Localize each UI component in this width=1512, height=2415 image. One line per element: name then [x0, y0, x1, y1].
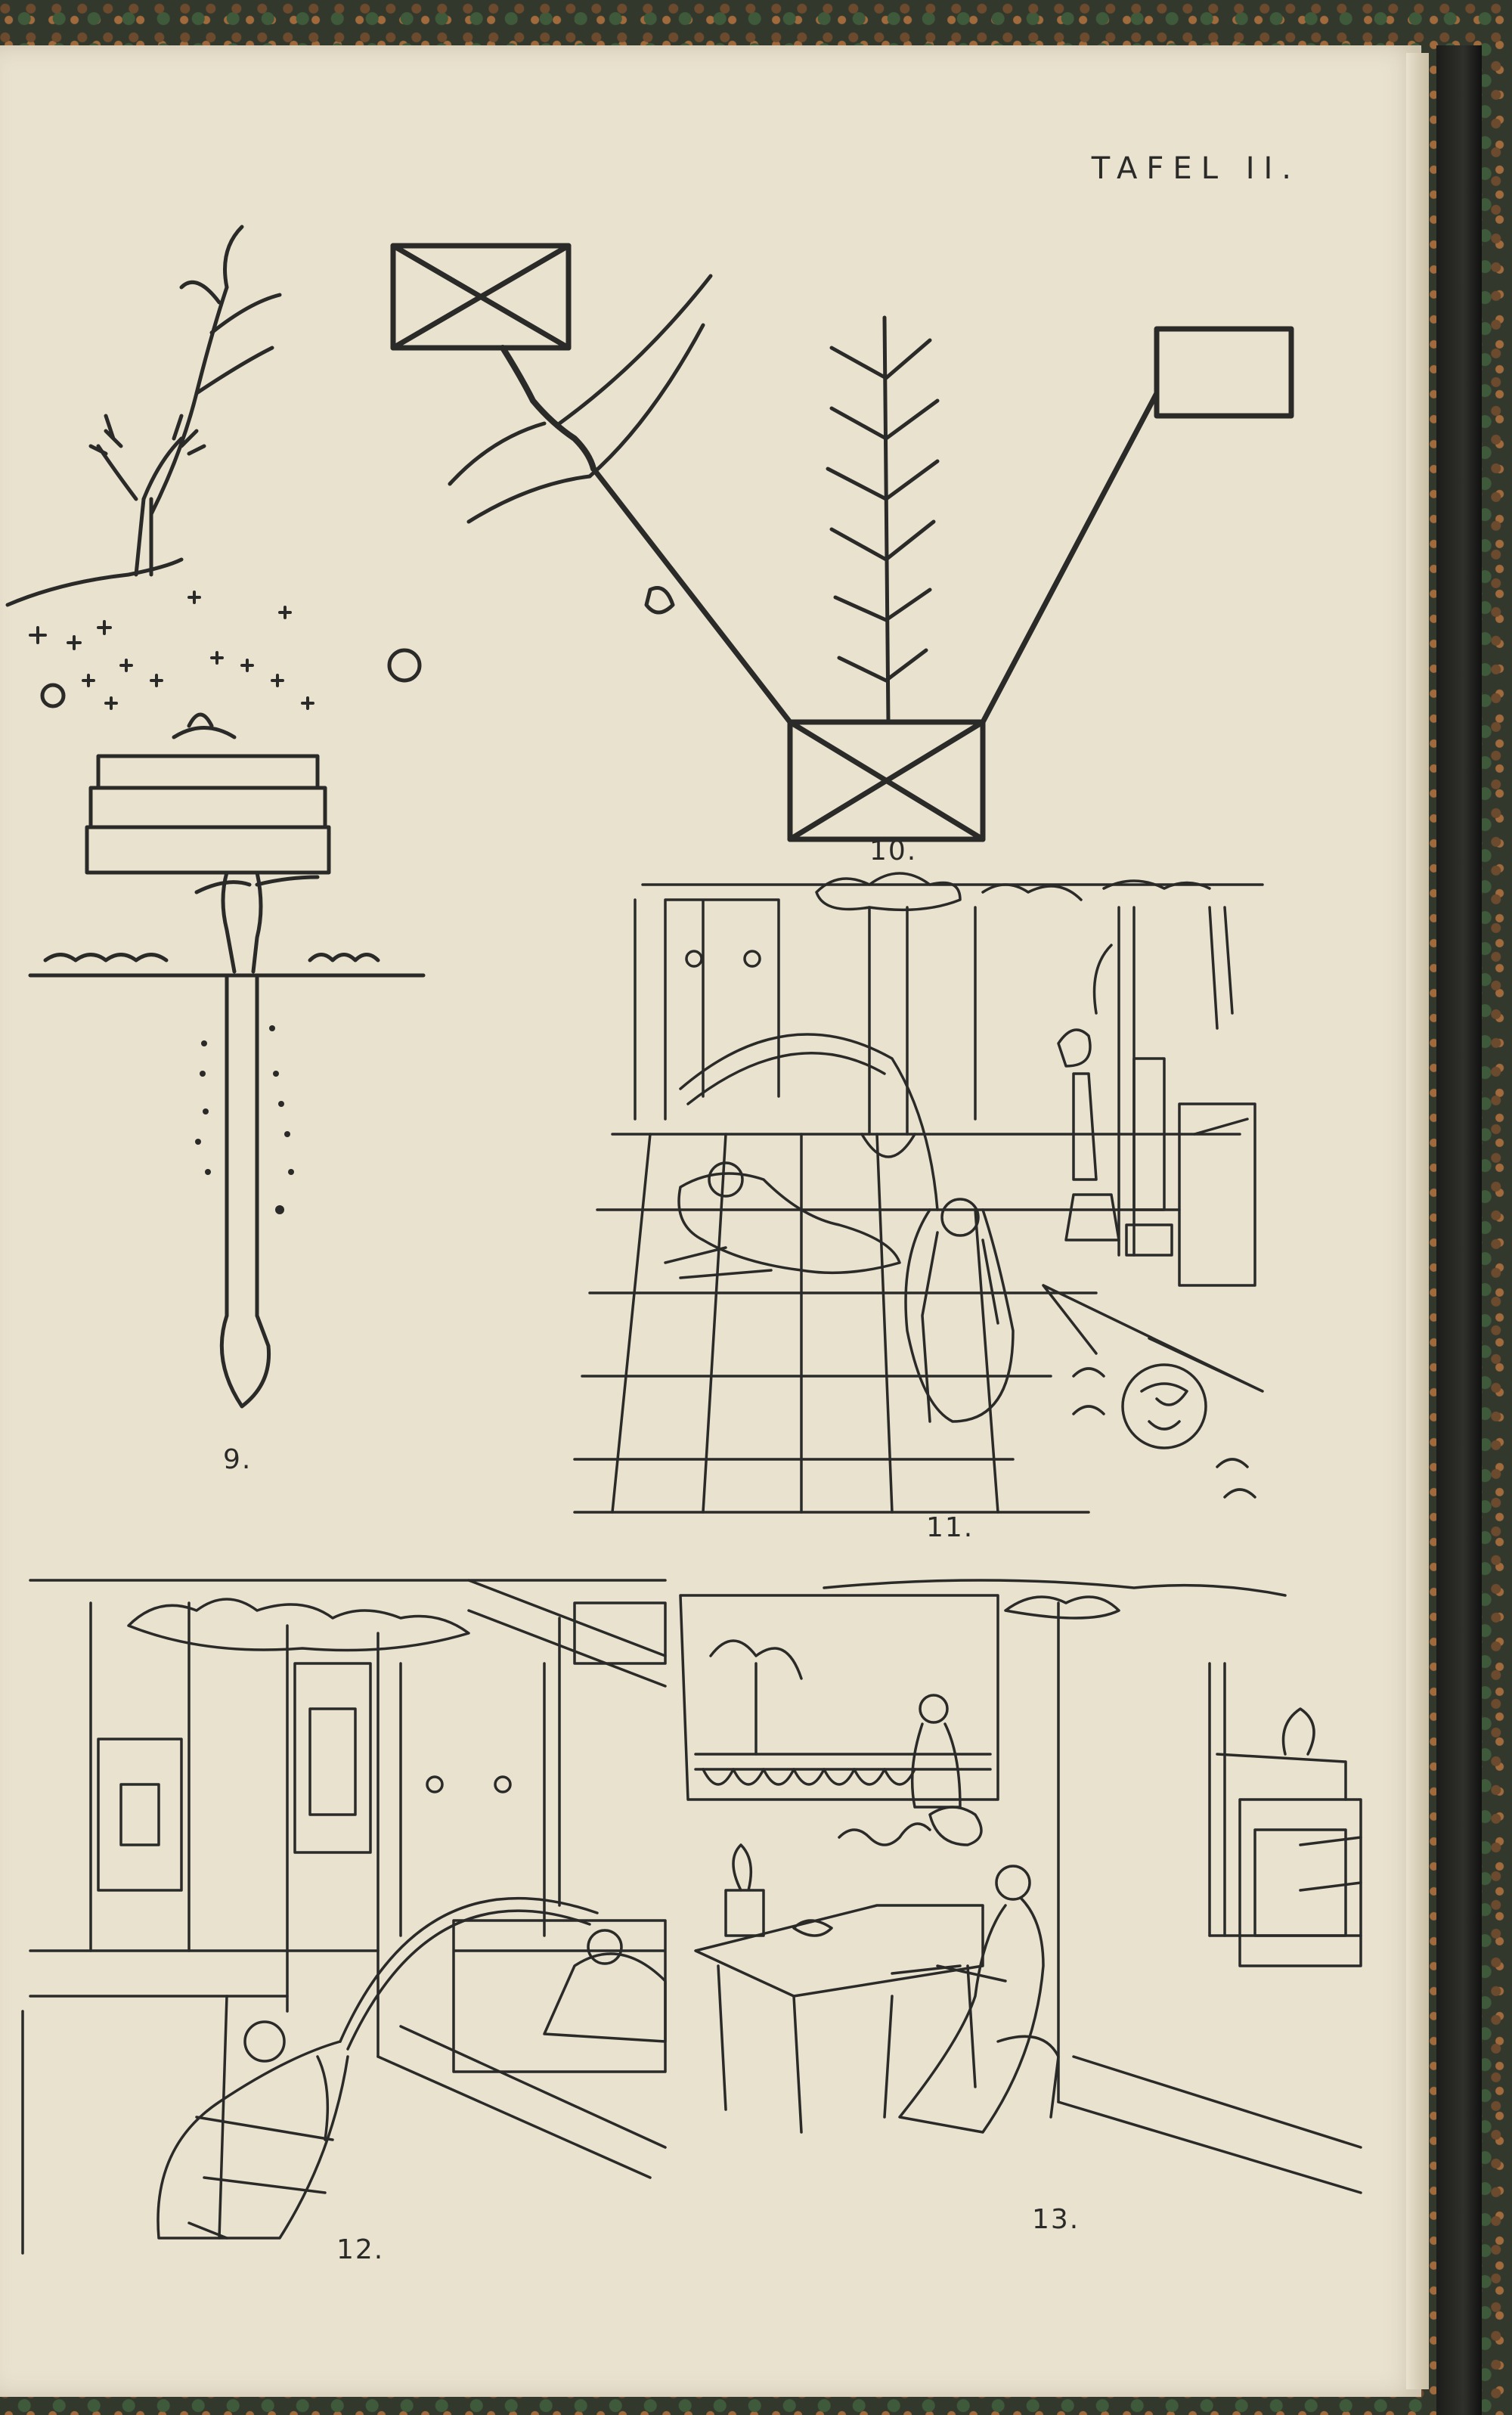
book-page — [0, 45, 1421, 2397]
figure-number-11: 11. — [926, 1512, 974, 1543]
figure-11-drawing — [573, 872, 1264, 1514]
figure-13-drawing — [679, 1579, 1362, 2194]
figure-number-12: 12. — [336, 2234, 385, 2265]
figure-number-9: 9. — [223, 1444, 253, 1475]
figure-9-drawing — [5, 225, 426, 1409]
page-edge — [1406, 53, 1429, 2389]
figure-10-drawing — [390, 243, 1294, 842]
book-spine — [1436, 45, 1482, 2415]
figure-12-drawing — [21, 1579, 667, 2255]
plate-title: TAFEL II. — [1091, 151, 1300, 186]
figure-number-10: 10. — [869, 835, 918, 866]
figure-number-13: 13. — [1032, 2204, 1080, 2235]
figure-10-branches — [448, 274, 940, 724]
